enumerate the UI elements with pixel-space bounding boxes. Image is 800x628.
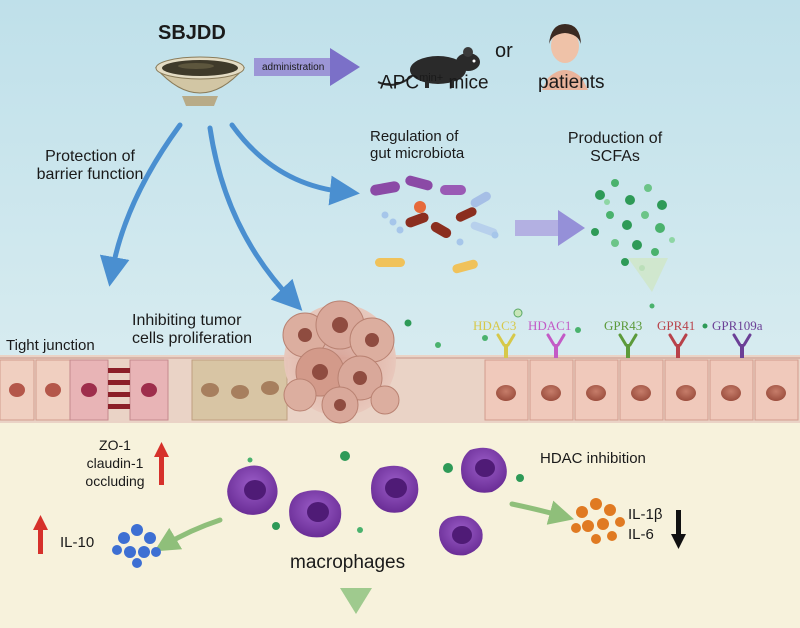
apc-label: APC — [380, 72, 420, 94]
bottom-arrow — [340, 588, 372, 614]
cell-nucleus — [631, 385, 651, 401]
tumor-arrow — [207, 125, 303, 311]
apc-superscript: min+ — [419, 72, 444, 84]
il1b-il6-cytokine-cluster — [571, 498, 625, 544]
cell-nucleus — [541, 385, 561, 401]
scfa-molecules — [591, 179, 675, 292]
microbiota-arrow — [229, 122, 360, 206]
production-line-2: SCFAs — [590, 148, 640, 166]
receptor-label-hdac3: HDAC3 — [473, 318, 517, 333]
zo1-text: ZO-1 — [99, 437, 131, 453]
receptor-label-gpr109a: GPR109a — [712, 318, 763, 333]
receptor-hdac1-icon — [546, 333, 566, 358]
il10-arrow — [154, 517, 223, 552]
green-arrows — [154, 500, 575, 552]
il10-upregulation-arrow — [33, 515, 48, 554]
epithelial-cell — [619, 359, 664, 421]
production-line-1: Production of — [567, 130, 663, 147]
il10-cytokine-cluster — [112, 524, 161, 568]
protection-label: Protection of barrier function — [10, 148, 170, 185]
tumor-mass-icon — [282, 300, 400, 424]
inhibiting-line-2: cells proliferation — [132, 330, 253, 348]
inhibiting-label: Inhibiting tumor cells proliferation — [132, 312, 252, 349]
mouse-icon — [377, 47, 480, 88]
protection-line-1: Protection of — [45, 148, 135, 165]
administration-label: administration — [262, 62, 325, 73]
cell-nucleus — [721, 385, 741, 401]
left-epithelial-cells — [0, 359, 71, 421]
il6-label: IL-6 — [628, 526, 654, 543]
tumor-zone-cells — [191, 359, 288, 421]
sbjdd-title: SBJDD — [158, 22, 226, 44]
cell-nucleus — [45, 383, 61, 397]
right-epithelial-cells — [484, 359, 799, 421]
receptor-label-gpr43: GPR43 — [604, 318, 643, 333]
regulation-label: Regulation of gut microbiota — [370, 128, 464, 163]
claudin1-text: claudin-1 — [86, 455, 144, 472]
production-label: Production of SCFAs — [555, 130, 675, 167]
occluding-text: occluding — [85, 473, 145, 490]
zo-markers-label: ZO-1 claudin-1 occluding — [80, 436, 150, 491]
macrophage-cells — [227, 447, 524, 556]
receptor-hdac3-icon — [496, 333, 516, 358]
cell-nucleus — [676, 385, 696, 401]
inhibiting-line-1: Inhibiting tumor — [132, 312, 242, 329]
receptor-gpr43-icon — [618, 333, 638, 358]
cell-nucleus — [766, 385, 786, 401]
patient-icon — [542, 24, 588, 90]
lumen-background — [0, 0, 800, 375]
il-downregulation-arrow — [671, 510, 686, 549]
il1b-label: IL-1β — [628, 506, 663, 523]
or-label: or — [495, 40, 513, 62]
apc-mice-label: APCmin+ mice — [380, 72, 489, 94]
cell-nucleus — [496, 385, 516, 401]
hdac-inhibition-label: HDAC inhibition — [540, 450, 646, 467]
receptor-gpr109a-icon — [732, 333, 752, 358]
cell-nucleus — [9, 383, 25, 397]
gut-microbiota-icon — [370, 175, 499, 274]
receptor-label-gpr41: GPR41 — [657, 318, 696, 333]
regulation-line-2: gut microbiota — [370, 145, 465, 163]
receptor-icons — [496, 333, 752, 358]
administration-arrow — [254, 48, 360, 86]
receptor-label-hdac1: HDAC1 — [528, 318, 572, 333]
receptor-gpr41-icon — [668, 333, 688, 358]
barrier-arrow — [99, 122, 183, 287]
tight-junction-cells — [69, 359, 169, 421]
macrophages-label: macrophages — [290, 552, 406, 573]
protection-line-2: barrier function — [36, 166, 144, 184]
microbiota-to-scfa-arrow — [515, 210, 585, 246]
zo1-upregulation-arrow — [154, 442, 169, 485]
regulation-line-1: Regulation of — [370, 128, 459, 145]
tight-junction-label: Tight junction — [6, 337, 95, 354]
il10-label: IL-10 — [60, 534, 95, 551]
blue-pathway-arrows — [99, 122, 360, 311]
mice-label: mice — [443, 72, 489, 94]
cell-nucleus — [586, 385, 606, 401]
patients-label: patients — [538, 72, 605, 93]
herbal-decoction-bowl-icon — [154, 56, 246, 106]
il1b-arrow — [509, 500, 575, 525]
